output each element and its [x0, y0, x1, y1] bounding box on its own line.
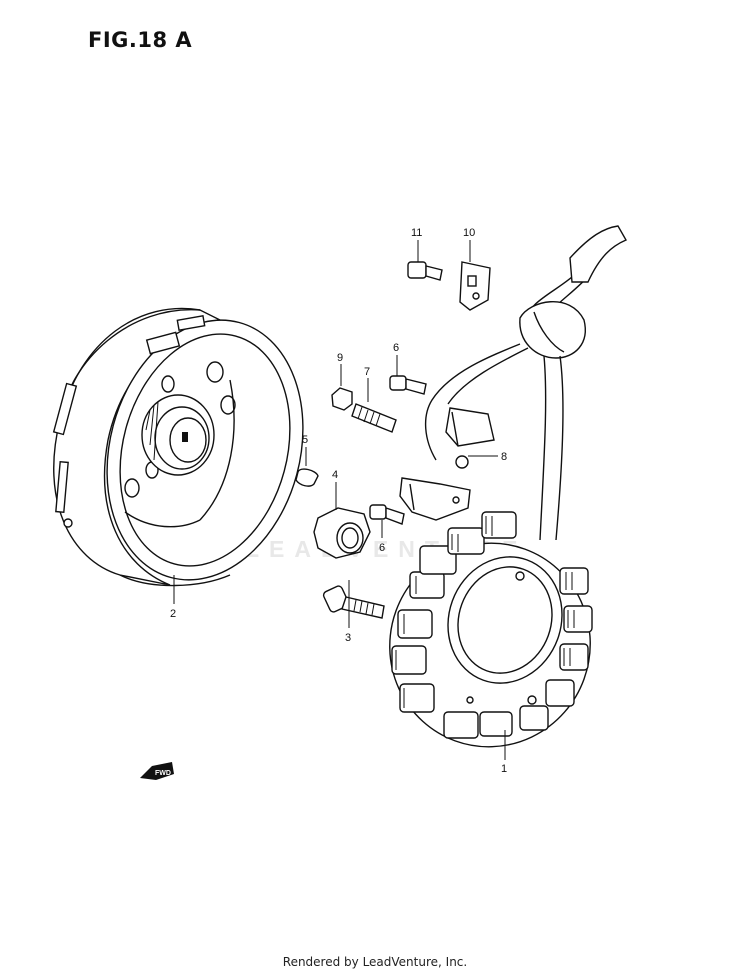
- rotor-nut-drawing: [313, 507, 371, 559]
- woodruff-key-drawing: [295, 468, 319, 487]
- callout-7: 7: [364, 366, 370, 378]
- callout-8: 8: [501, 451, 507, 463]
- callout-6-lower: 6: [379, 542, 385, 554]
- rotor-bolt-drawing: [322, 585, 385, 619]
- wire-harness-drawing: [424, 225, 627, 541]
- clamp-bolt-drawing: [407, 261, 443, 281]
- pickup-drawing: [399, 407, 495, 521]
- callout-2: 2: [170, 608, 176, 620]
- footer-credit: Rendered by LeadVenture, Inc.: [282, 955, 468, 969]
- callout-3: 3: [345, 632, 351, 644]
- screw-upper-drawing: [389, 375, 427, 395]
- screw-lower-drawing: [369, 504, 405, 525]
- callout-11: 11: [411, 227, 422, 239]
- callout-5: 5: [302, 434, 308, 446]
- callout-9: 9: [337, 352, 343, 364]
- forward-arrow-icon: FWD: [140, 762, 174, 780]
- rotor-flywheel-drawing: [52, 307, 304, 587]
- callout-6-upper: 6: [393, 342, 399, 354]
- callout-1: 1: [501, 763, 507, 775]
- stud-bolt-drawing: [351, 403, 397, 433]
- callout-10: 10: [463, 227, 475, 239]
- stator-drawing: [389, 511, 593, 748]
- leader-lines: [173, 240, 506, 760]
- nut-drawing: [331, 387, 353, 411]
- wire-clamp-drawing: [459, 261, 491, 311]
- fwd-text: FWD: [155, 770, 171, 777]
- figure-title: FIG.18 A: [88, 28, 193, 52]
- callout-4: 4: [332, 469, 338, 481]
